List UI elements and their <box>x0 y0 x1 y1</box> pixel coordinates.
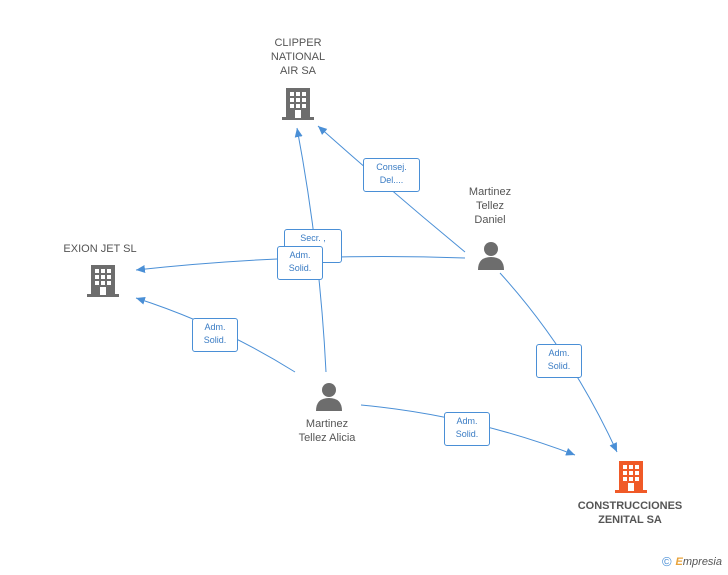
person-icon-daniel[interactable] <box>476 240 506 270</box>
brand-footer: © Empresia <box>662 554 722 569</box>
node-label-clipper[interactable]: CLIPPER NATIONAL AIR SA <box>270 37 326 77</box>
brand-logo[interactable]: Empresia <box>675 555 722 568</box>
node-label-exion[interactable]: EXION JET SL <box>63 243 137 255</box>
edge-label-alicia-zenital[interactable]: Adm. Solid. <box>444 412 490 446</box>
building-icon-exion[interactable] <box>87 263 119 297</box>
node-label-zenital[interactable]: CONSTRUCCIONES ZENITAL SA <box>577 500 683 526</box>
person-icon-alicia[interactable] <box>314 381 344 411</box>
copyright-icon: © <box>661 554 672 569</box>
edge-label-daniel-clipper[interactable]: Consej. Del.... <box>363 158 420 192</box>
edge-label-alicia-exion[interactable]: Adm. Solid. <box>192 318 238 352</box>
building-icon-clipper[interactable] <box>282 86 314 120</box>
edge-label-daniel-zenital[interactable]: Adm. Solid. <box>536 344 582 378</box>
building-icon-zenital[interactable] <box>615 459 647 493</box>
node-label-daniel[interactable]: Martinez Tellez Daniel <box>468 186 512 226</box>
edge-label-daniel-exion[interactable]: Adm. Solid. <box>277 246 323 280</box>
node-label-alicia[interactable]: Martinez Tellez Alicia <box>298 418 356 444</box>
